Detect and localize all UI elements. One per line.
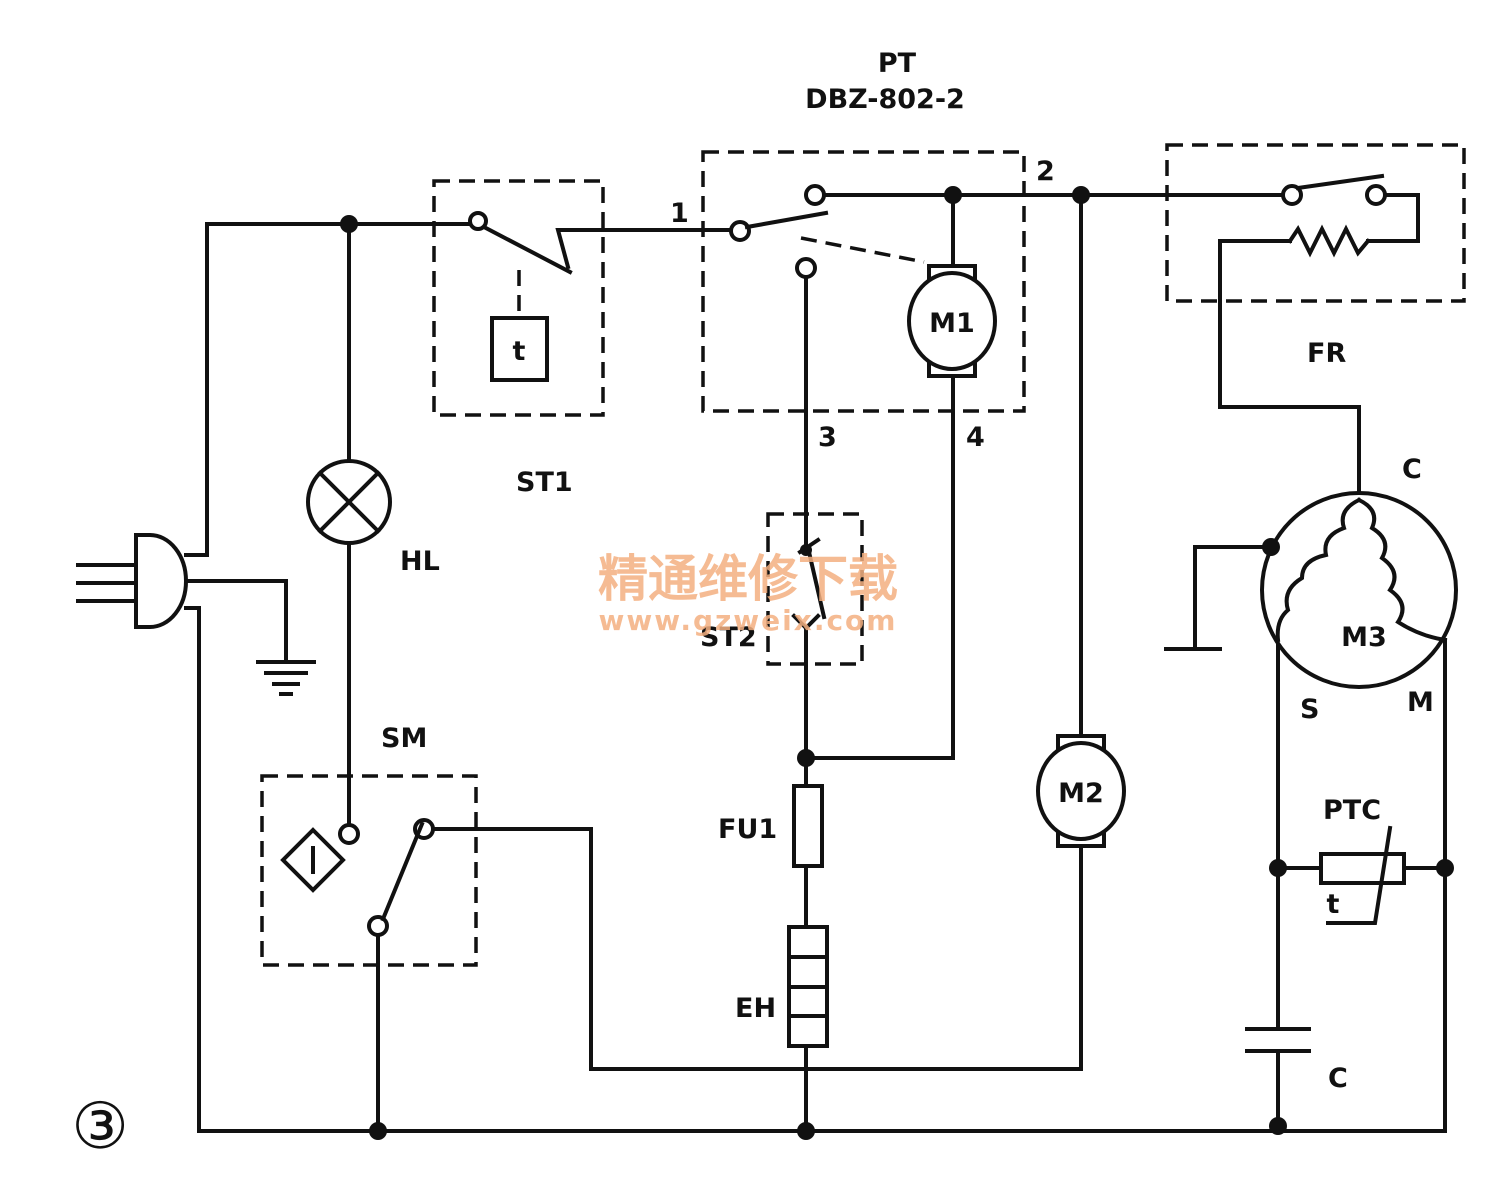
ptc-t-label: t — [1327, 889, 1340, 920]
fr-overload — [1281, 173, 1387, 258]
node-3-label: 3 — [818, 422, 837, 453]
sm-label: SM — [381, 723, 427, 754]
sm-door-switch — [280, 818, 435, 937]
st1-thermostat: t — [468, 211, 573, 382]
wiring — [184, 193, 1447, 1133]
m1-label: M1 — [929, 308, 975, 339]
ground-icon — [256, 660, 316, 696]
watermark-text: 精通维修下载 — [598, 550, 898, 608]
st1-label: ST1 — [516, 467, 573, 498]
ptc-starter: t — [1319, 825, 1406, 925]
st2-box — [766, 512, 864, 666]
m3-label: M3 — [1341, 622, 1387, 653]
thermostat-t-label: t — [513, 336, 526, 367]
capacitor-label: C — [1328, 1063, 1348, 1094]
fr-box — [1165, 143, 1466, 303]
terminal-s-label: S — [1300, 694, 1319, 725]
power-plug-icon — [76, 533, 188, 629]
fu1-label: FU1 — [718, 814, 777, 845]
st2-thermostat — [791, 537, 827, 631]
fr-label: FR — [1307, 338, 1346, 369]
figure-number: ③ — [71, 1090, 128, 1164]
node-2-label: 2 — [1036, 156, 1055, 187]
pt-box — [701, 150, 1026, 413]
m1-motor: M1 — [907, 264, 997, 378]
capacitor — [1245, 1027, 1311, 1053]
hl-lamp — [306, 459, 392, 545]
thermostat-sensor — [490, 316, 549, 382]
m3-compressor: M3 — [1260, 491, 1458, 689]
node-4-label: 4 — [966, 422, 985, 453]
eh-heater — [787, 925, 829, 1048]
m2-label: M2 — [1058, 778, 1104, 809]
m2-motor: M2 — [1036, 734, 1126, 848]
terminal-c-label: C — [1402, 454, 1422, 485]
pt-timer: M1 — [729, 184, 997, 378]
junction-dots — [340, 186, 1454, 1140]
st2-label: ST2 — [700, 622, 757, 653]
pt-title: PT — [878, 48, 917, 79]
st1-box — [432, 179, 605, 417]
watermark-url: www.gzweix.com — [599, 604, 898, 637]
node-1-label: 1 — [670, 198, 689, 229]
hl-label: HL — [400, 546, 440, 577]
ptc-label: PTC — [1323, 795, 1381, 826]
fu1-fuse — [792, 784, 824, 868]
sm-box — [260, 774, 478, 967]
pt-model: DBZ-802-2 — [805, 84, 965, 115]
terminal-m-label: M — [1407, 687, 1434, 718]
eh-label: EH — [735, 993, 776, 1024]
